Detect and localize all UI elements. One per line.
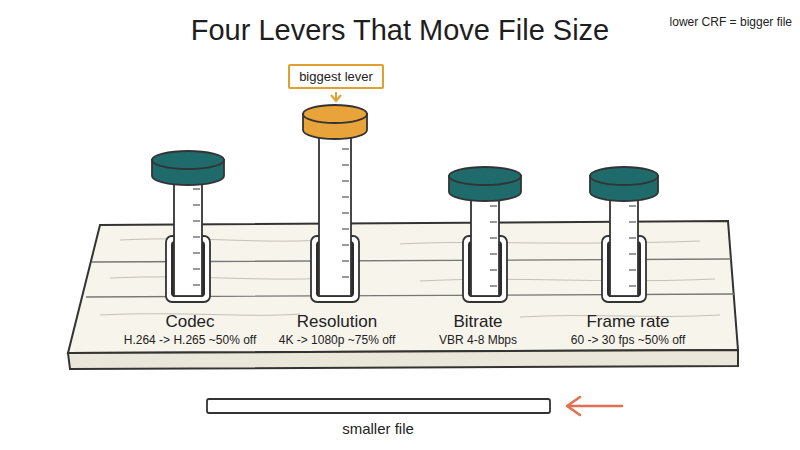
tick-mark — [490, 221, 497, 222]
tick-mark — [629, 237, 636, 238]
tick-mark — [342, 260, 349, 261]
tick-mark — [490, 269, 497, 270]
lever-cap-top — [303, 105, 367, 123]
lever-name: Codec — [165, 312, 214, 332]
tick-mark — [342, 228, 349, 229]
note: lower CRF = bigger file — [670, 15, 792, 29]
tick-mark — [629, 253, 636, 254]
tick-mark — [342, 212, 349, 213]
tick-mark — [342, 148, 349, 149]
lever-name: Resolution — [297, 312, 377, 332]
callout-box: biggest lever — [288, 64, 384, 89]
tick-mark — [193, 252, 200, 253]
lever-effect: H.264 -> H.265 ~50% off — [124, 333, 257, 347]
tick-mark — [342, 244, 349, 245]
callout-text: biggest lever — [299, 69, 373, 84]
tick-mark — [193, 204, 200, 205]
tick-mark — [629, 205, 636, 206]
tick-mark — [342, 276, 349, 277]
lever-post — [319, 135, 351, 296]
tick-mark — [193, 220, 200, 221]
lever-effect: 4K -> 1080p ~75% off — [279, 333, 396, 347]
lever-post — [471, 192, 499, 296]
lever-effect: VBR 4-8 Mbps — [439, 333, 517, 347]
tick-mark — [490, 253, 497, 254]
lever — [449, 167, 521, 302]
lever-cap-top — [590, 167, 658, 185]
tick-mark — [342, 164, 349, 165]
levers — [152, 105, 658, 302]
lever-name: Frame rate — [586, 312, 669, 332]
tick-mark — [193, 236, 200, 237]
tick-mark — [193, 188, 200, 189]
board-front — [68, 350, 738, 369]
lever-cap-top — [449, 167, 521, 185]
lever-name: Bitrate — [453, 312, 502, 332]
tick-mark — [629, 221, 636, 222]
size-slider — [207, 399, 550, 413]
direction-arrow — [567, 397, 622, 415]
title: Four Levers That Move File Size — [191, 14, 610, 47]
lever-cap-top — [152, 151, 224, 169]
lever — [152, 151, 224, 302]
lever — [590, 167, 658, 302]
tick-mark — [342, 180, 349, 181]
lever-effect: 60 -> 30 fps ~50% off — [571, 333, 686, 347]
callout-arrow — [331, 92, 341, 101]
tick-mark — [193, 268, 200, 269]
lever-post — [610, 192, 638, 296]
lever — [303, 105, 367, 302]
tick-mark — [193, 284, 200, 285]
tick-mark — [629, 269, 636, 270]
tick-mark — [490, 205, 497, 206]
axis-label: smaller file — [342, 420, 414, 437]
lever-post — [174, 175, 202, 296]
tick-mark — [490, 237, 497, 238]
tick-mark — [629, 285, 636, 286]
tick-mark — [342, 196, 349, 197]
tick-mark — [490, 285, 497, 286]
